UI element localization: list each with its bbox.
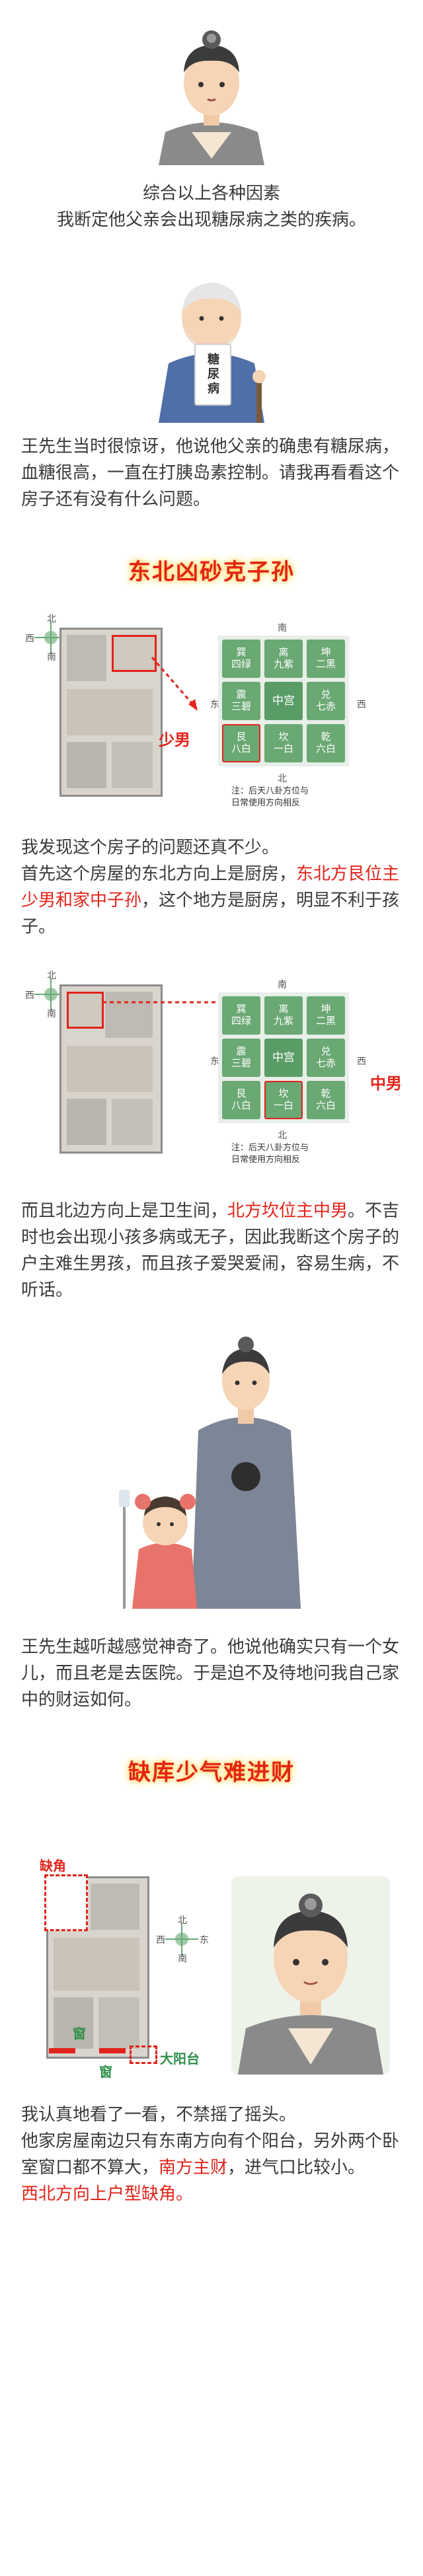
grid-cell: 坎 一白 — [264, 724, 303, 762]
paragraph: 王先生越听越感觉神奇了。他说他确实只有一个女儿，而且老是去医院。于是迫不及待地问… — [21, 1637, 400, 1709]
paragraph-text: ，这个地方是厨房，明显不利于孩子。 — [21, 890, 400, 936]
paragraph: 而且北边方向上是卫生间，北方坎位主中男。不吉时也会出现小孩多病或无子，因此我断这… — [21, 1197, 402, 1303]
paragraph: 王先生当时很惊讶，他说他父亲的确患有糖尿病，血糖很高，一直在打胰岛素控制。请我再… — [21, 436, 400, 509]
section-heading: 东北凶砂克子孙 — [0, 554, 423, 586]
grid-cell: 乾 六白 — [307, 724, 345, 762]
label-shaonan: 少男 — [159, 731, 190, 749]
bagua-grid: 巽 四绿 离 九紫 坤 二黑 震 三碧 中宫 兑 七赤 艮 八白 坎 一白 乾 … — [218, 636, 349, 766]
grid-cell: 中宫 — [264, 682, 303, 720]
highlight-text: 西北方向上户型缺角。 — [21, 2184, 194, 2203]
paragraph: 我认真地看了一看，不禁摇了摇头。 他家房屋南边只有东南方向有个阳台，另外两个卧室… — [21, 2101, 402, 2207]
caption-line: 综合以上各种因素 — [142, 183, 280, 203]
label-window: 窗 — [73, 2027, 86, 2042]
grid-cell: 中宫 — [264, 1039, 303, 1077]
heading-text: 东北凶砂克子孙 — [128, 560, 295, 585]
bagua-diagram-1: 北 南 西 东 少男 南 东 西 巽 四绿 离 九紫 坤 二黑 震 三碧 中宫 … — [0, 613, 423, 813]
grid-cell: 坎 一白 — [264, 1081, 303, 1119]
paragraph-text: 首先这个房屋的东北方向上是厨房， — [21, 864, 297, 883]
compass-e: 东 — [200, 1934, 209, 1945]
paragraph-line: 我认真地看了一看，不禁摇了摇头。 — [21, 2104, 297, 2124]
label-balcony: 大阳台 — [160, 2052, 200, 2067]
compass-s: 南 — [178, 1953, 187, 1964]
grid-cell: 巽 四绿 — [222, 640, 260, 678]
compass-s: 南 — [47, 651, 56, 662]
paragraph-text: 而且北边方向上是卫生间， — [21, 1200, 228, 1220]
dir-top: 南 — [278, 979, 287, 990]
grid-cell: 震 三碧 — [222, 1039, 260, 1077]
house-diagram-3: 缺角 窗 窗 大阳台 北 南 西 东 — [0, 1850, 423, 2088]
highlight-text: 东北方艮位主少男和家中子孙 — [21, 864, 400, 910]
young-man-portrait — [152, 20, 271, 165]
grid-cell: 乾 六白 — [307, 1081, 345, 1119]
grid-cell: 艮 八白 — [222, 1081, 260, 1119]
window-marker — [99, 2048, 126, 2053]
compass-icon: 北 南 西 东 — [156, 1915, 209, 1964]
floor-plan — [44, 1874, 149, 2059]
grid-cell: 兑 七赤 — [307, 1039, 345, 1077]
dir-right: 西 — [357, 699, 366, 710]
father-daughter-illustration — [119, 1325, 317, 1609]
paragraph: 我发现这个房子的问题还真不少。 首先这个房屋的东北方向上是厨房，东北方艮位主少男… — [21, 834, 402, 939]
grid-cell: 坤 二黑 — [307, 640, 345, 678]
bagua-diagram-2: 北 南 西 东 中男 南 东 西 巽 四绿 离 九紫 坤 二黑 震 三碧 中宫 … — [0, 970, 423, 1169]
highlight-text: 南方主财 — [159, 2157, 228, 2177]
old-man-illustration: 糖尿病 — [145, 264, 278, 423]
balcony-marker — [130, 2045, 157, 2064]
grid-cell: 震 三碧 — [222, 682, 260, 720]
label-zhongnan: 中男 — [370, 1075, 402, 1093]
window-marker — [49, 2048, 75, 2053]
compass-w: 西 — [25, 990, 34, 1000]
sign-text: 糖尿病 — [206, 353, 219, 396]
grid-cell: 巽 四绿 — [222, 996, 260, 1035]
grid-cell: 离 九紫 — [264, 996, 303, 1035]
note-line: 注：后天八卦方位与 — [231, 1142, 309, 1152]
dir-bottom: 北 — [278, 773, 287, 784]
grid-cell: 艮 八白 — [222, 724, 260, 762]
pointer-arrow — [151, 657, 198, 711]
young-man-portrait — [231, 1876, 390, 2075]
paragraph-text: 他家房屋南边只有东南方向有个阳台，另外两个卧室窗口都不算大， — [21, 2131, 400, 2177]
compass-w: 西 — [156, 1934, 165, 1945]
dir-bottom: 北 — [278, 1130, 287, 1140]
caption-line: 我断定他父亲会出现糖尿病之类的疾病。 — [56, 209, 366, 229]
bagua-grid: 巽 四绿 离 九紫 坤 二黑 震 三碧 中宫 兑 七赤 艮 八白 坎 一白 乾 … — [218, 992, 349, 1123]
note-line: 日常使用方向相反 — [231, 797, 301, 807]
floor-plan — [59, 984, 163, 1154]
grid-cell: 离 九紫 — [264, 640, 303, 678]
note-line: 注：后天八卦方位与 — [231, 786, 309, 795]
compass-s: 南 — [47, 1008, 56, 1019]
label-window: 窗 — [99, 2065, 112, 2080]
paragraph-text: 。不吉时也会出现小孩多病或无子，因此我断这个房子的户主难生男孩，而且孩子爱哭爱闹… — [21, 1200, 400, 1300]
grid-cell: 兑 七赤 — [307, 682, 345, 720]
highlight-text: 北方坎位主中男 — [227, 1200, 348, 1220]
dir-right: 西 — [357, 1056, 366, 1066]
dir-left: 东 — [210, 699, 219, 710]
section-heading: 缺库少气难进财 — [0, 1754, 423, 1786]
dir-top: 南 — [278, 622, 287, 633]
compass-n: 北 — [178, 1915, 187, 1925]
compass-n: 北 — [47, 613, 56, 624]
note-line: 日常使用方向相反 — [231, 1154, 301, 1164]
paragraph-text: ，进气口比较小。 — [227, 2157, 365, 2177]
compass-w: 西 — [25, 633, 34, 644]
dir-left: 东 — [210, 1056, 219, 1066]
paragraph-line: 我发现这个房子的问题还真不少。 — [21, 837, 280, 857]
compass-n: 北 — [47, 970, 56, 980]
heading-text: 缺库少气难进财 — [128, 1760, 295, 1785]
label-corner: 缺角 — [40, 1859, 66, 1874]
grid-cell: 坤 二黑 — [307, 996, 345, 1035]
floor-plan — [59, 628, 163, 797]
diabetes-sign: 糖尿病 — [194, 344, 231, 406]
